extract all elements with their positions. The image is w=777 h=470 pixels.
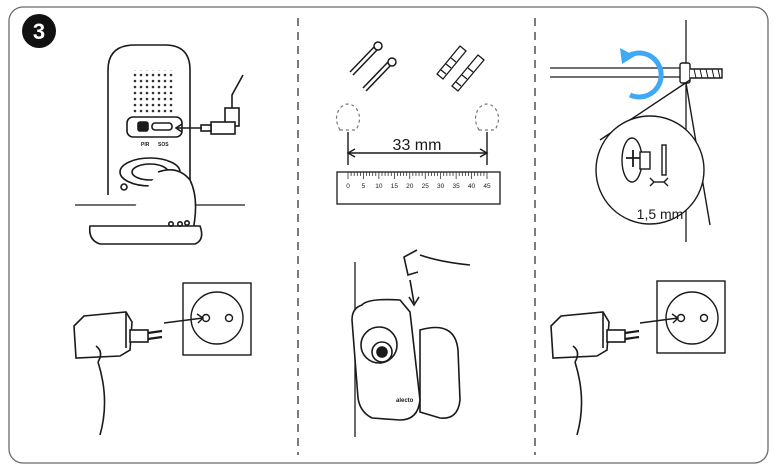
spacing-dimension bbox=[346, 132, 489, 165]
screws-icon bbox=[349, 41, 397, 92]
ruler-tick-label: 45 bbox=[483, 183, 491, 190]
spacing-label: 33 mm bbox=[393, 137, 442, 154]
power-adapter-right bbox=[550, 311, 640, 436]
rotate-arrow bbox=[628, 50, 664, 100]
screw-gap-label: 1,5 mm bbox=[637, 206, 684, 222]
ruler-tick-label: 25 bbox=[422, 183, 430, 190]
ruler-tick-label: 5 bbox=[362, 183, 366, 190]
ruler-tick-label: 40 bbox=[468, 183, 476, 190]
camera-wall-mounted: alecto bbox=[351, 249, 471, 437]
ruler-tick-label: 10 bbox=[375, 183, 383, 190]
keyhole-right bbox=[474, 103, 500, 131]
ruler-tick-label: 30 bbox=[437, 183, 445, 190]
ruler-tick-label: 0 bbox=[346, 183, 350, 190]
camera-rear-illustration: PIR SOS bbox=[75, 44, 245, 245]
power-adapter-left bbox=[73, 311, 163, 436]
port-label-pir: PIR bbox=[141, 142, 150, 148]
wall-anchors-icon bbox=[436, 45, 485, 92]
ruler-tick-label: 20 bbox=[406, 183, 414, 190]
wall-socket-right bbox=[639, 280, 726, 354]
ruler: 0 5 10 15 20 25 30 35 40 45 bbox=[336, 171, 501, 205]
screw-detail-callout bbox=[595, 79, 711, 226]
wall-socket-left bbox=[163, 282, 252, 356]
ruler-tick-label: 15 bbox=[391, 183, 399, 190]
camera-brand-mark: alecto bbox=[396, 398, 414, 404]
keyhole-left bbox=[335, 103, 361, 131]
step-number: 3 bbox=[33, 19, 45, 44]
step-badge: 3 bbox=[22, 14, 56, 48]
ruler-tick-label: 35 bbox=[452, 183, 460, 190]
port-label-sos: SOS bbox=[158, 142, 169, 148]
